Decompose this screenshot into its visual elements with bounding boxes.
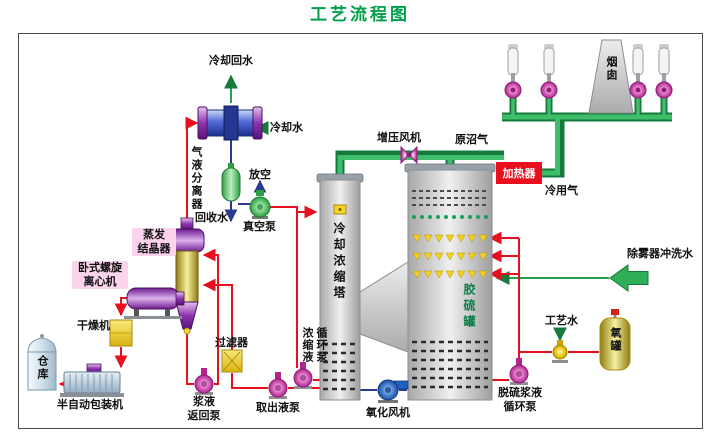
oxygen-tank xyxy=(599,309,631,371)
diagram-frame xyxy=(18,33,703,429)
label-recovered-water: 回收水 xyxy=(195,211,228,224)
label-vent: 放空 xyxy=(249,168,271,181)
oxidation-fan xyxy=(377,379,409,403)
label-booster-fan: 增压风机 xyxy=(377,131,421,144)
label-slurry-return-pump: 浆液 返回泵 xyxy=(187,395,221,422)
label-desulf-slurry-circulation-pump: 脱硫浆液 循环泵 xyxy=(498,386,542,413)
slurry-return-pump xyxy=(194,368,214,395)
label-cooling-concentration-tower: 冷却浓缩塔 xyxy=(332,222,346,302)
vacuum-pump xyxy=(249,190,271,219)
utility-lines xyxy=(224,139,407,391)
desulfurization-tank xyxy=(404,163,496,401)
fan-unit xyxy=(629,44,647,99)
packing-machine xyxy=(60,363,124,397)
label-process-water: 工艺水 xyxy=(545,314,578,327)
demister-layers xyxy=(412,190,488,206)
desulf-slurry-circulation-pump xyxy=(509,358,529,385)
takeout-pump xyxy=(268,372,288,399)
fan-unit xyxy=(655,44,673,99)
label-evaporation-crystallizer: 蒸发 结晶器 xyxy=(132,228,176,256)
label-concentrate-circulation-pump: 浓缩液 循环泵 xyxy=(301,327,328,363)
booster-fan xyxy=(400,145,418,165)
dryer xyxy=(109,319,133,347)
label-dryer: 干燥机 xyxy=(77,319,110,332)
label-oxidation-fan: 氧化风机 xyxy=(366,406,410,419)
fan-unit xyxy=(540,44,558,99)
label-cooling-water: 冷却水 xyxy=(270,121,303,134)
label-warehouse: 仓库 xyxy=(36,355,49,381)
screw-centrifuge xyxy=(124,287,185,319)
chimney xyxy=(588,39,634,114)
heater-box: 加热器 xyxy=(496,162,542,184)
evaporation-crystallizer xyxy=(169,217,205,335)
label-vacuum-pump: 真空泵 xyxy=(243,220,276,233)
label-packing-machine: 半自动包装机 xyxy=(57,398,123,411)
label-oxygen-tank: 氧罐 xyxy=(609,327,622,353)
packing-dots xyxy=(412,215,488,219)
label-filter: 过滤器 xyxy=(215,336,248,349)
label-chimney: 烟囱 xyxy=(605,56,618,82)
label-cold-gas: 冷用气 xyxy=(545,184,578,197)
label-screw-centrifuge: 卧式螺旋 离心机 xyxy=(72,261,128,289)
liquid-flow-lines xyxy=(58,116,599,391)
page-title: 工艺流程图 xyxy=(310,5,410,25)
warehouse-silo xyxy=(27,334,57,391)
label-takeout-pump: 取出液泵 xyxy=(256,401,300,414)
concentrate-circulation-pump xyxy=(293,362,313,389)
condenser xyxy=(197,105,263,141)
fan-unit xyxy=(504,44,522,99)
spray-nozzles xyxy=(412,234,488,279)
process-water-pump xyxy=(552,340,568,363)
label-demister-flush-water: 除雾器冲洗水 xyxy=(627,247,693,260)
cooling-concentration-tower xyxy=(316,173,364,401)
label-raw-biogas: 原沼气 xyxy=(455,133,488,146)
roof-fans xyxy=(504,44,673,99)
filter xyxy=(221,349,243,373)
gas-pipes xyxy=(224,74,672,342)
interconnect-duct xyxy=(359,261,409,353)
label-gas-liquid-separator: 气液分离器 xyxy=(190,146,203,211)
label-cooling-return-water: 冷却回水 xyxy=(209,54,253,67)
label-desulfurization-tank: 胶硫罐 xyxy=(462,283,476,331)
demister-flush-arrow xyxy=(609,264,649,292)
gas-liquid-separator xyxy=(221,163,241,202)
